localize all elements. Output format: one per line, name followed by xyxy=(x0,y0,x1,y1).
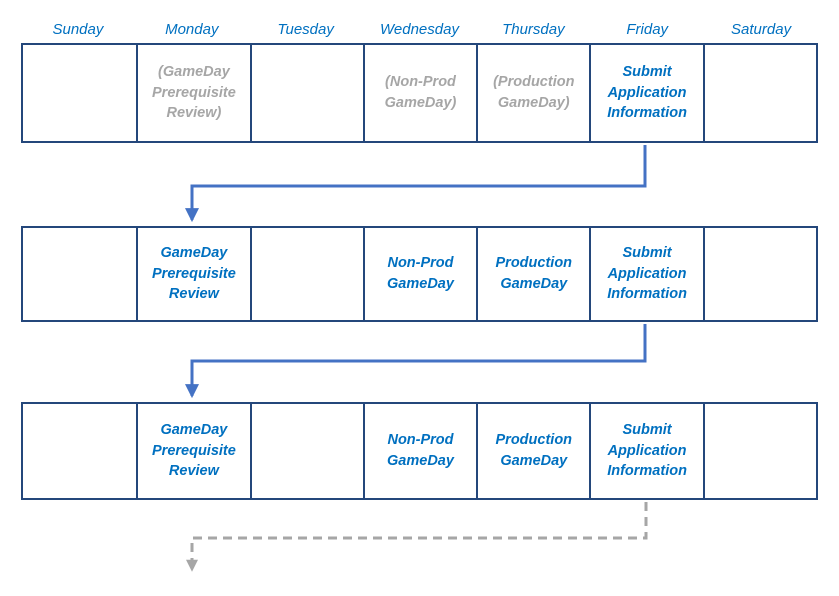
cell-week2-thursday: Production GameDay xyxy=(476,228,589,320)
cell-week1-thursday: (Production GameDay) xyxy=(476,45,589,141)
week-1-calendar-row: (GameDay Prerequisite Review) (Non-Prod … xyxy=(21,43,818,143)
day-header-monday: Monday xyxy=(165,20,219,38)
cell-week3-thursday: Production GameDay xyxy=(476,404,589,498)
week-3-calendar-row: GameDay Prerequisite Review Non-Prod Gam… xyxy=(21,402,818,500)
cell-week2-tuesday xyxy=(249,228,363,320)
cell-week1-monday: (GameDay Prerequisite Review) xyxy=(136,45,249,141)
cell-week2-sunday xyxy=(23,228,136,320)
cell-week3-wednesday: Non-Prod GameDay xyxy=(362,404,476,498)
cell-week3-friday: Submit Application Information xyxy=(589,404,702,498)
cell-week2-wednesday: Non-Prod GameDay xyxy=(362,228,476,320)
cell-week2-friday: Submit Application Information xyxy=(589,228,702,320)
cell-week1-sunday xyxy=(23,45,136,141)
cell-week1-wednesday: (Non-Prod GameDay) xyxy=(362,45,476,141)
cell-week1-friday: Submit Application Information xyxy=(589,45,702,141)
day-header-tuesday: Tuesday xyxy=(277,20,334,38)
day-header-row: Sunday Monday Tuesday Wednesday Thursday… xyxy=(21,17,818,41)
cell-week2-monday: GameDay Prerequisite Review xyxy=(136,228,249,320)
day-header-saturday: Saturday xyxy=(731,20,792,38)
day-header-sunday: Sunday xyxy=(52,20,104,38)
day-header-friday: Friday xyxy=(626,20,669,38)
cell-week1-saturday xyxy=(702,45,816,141)
day-header-wednesday: Wednesday xyxy=(380,20,459,38)
cell-week1-tuesday xyxy=(249,45,363,141)
cell-week2-saturday xyxy=(702,228,816,320)
arrow-week3-friday-to-next-week-dashed xyxy=(186,502,648,572)
cell-week3-saturday xyxy=(702,404,816,498)
cell-week3-tuesday xyxy=(249,404,363,498)
cell-week3-sunday xyxy=(23,404,136,498)
arrow-week1-friday-to-week2-monday xyxy=(185,145,647,223)
day-header-thursday: Thursday xyxy=(502,20,565,38)
cell-week3-monday: GameDay Prerequisite Review xyxy=(136,404,249,498)
week-2-calendar-row: GameDay Prerequisite Review Non-Prod Gam… xyxy=(21,226,818,322)
arrow-week2-friday-to-week3-monday xyxy=(185,324,647,399)
